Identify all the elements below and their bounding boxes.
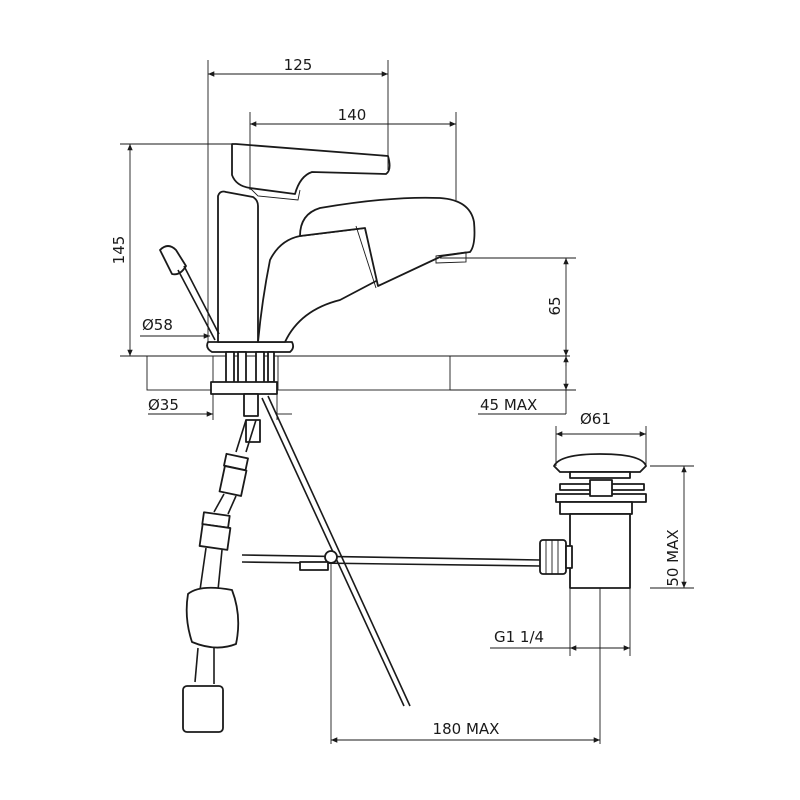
dim-180-label: 180 MAX [433,720,500,738]
supply-hoses [182,351,278,733]
popup-linkage [241,395,541,707]
dim-58-label: Ø58 [142,316,173,334]
dim-45-label: 45 MAX [480,396,537,414]
dim-125-label: 125 [284,56,313,74]
faucet-body [159,143,476,353]
dim-140-label: 140 [338,106,367,124]
dim-thread-label: G1 1/4 [494,628,544,646]
dim-65-label: 65 [546,296,564,315]
popup-waste [539,453,647,656]
dim-35-label: Ø35 [148,396,179,414]
dim-50-label: 50 MAX [664,529,682,586]
dim-145-label: 145 [110,236,128,265]
dimension-lines [120,60,694,744]
dim-61-label: Ø61 [580,410,611,428]
countertop-section [120,355,570,391]
dimension-labels: 125 140 145 65 Ø58 Ø35 45 MAX Ø61 50 MAX… [110,56,682,738]
